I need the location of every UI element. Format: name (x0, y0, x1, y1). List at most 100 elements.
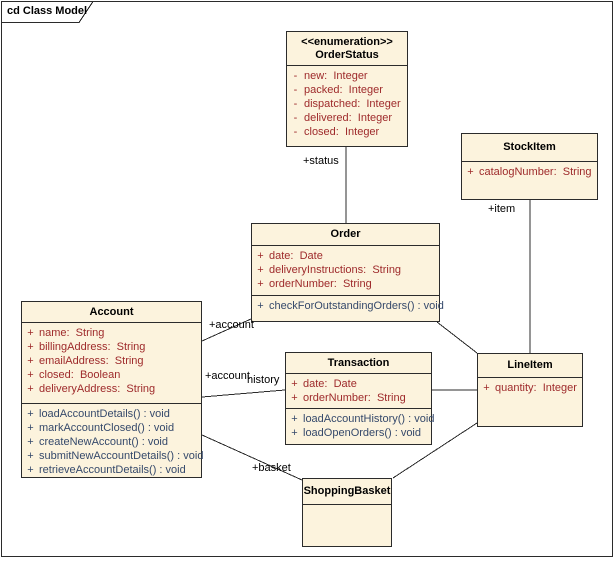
class-name: Transaction (327, 356, 390, 369)
member-text: loadAccountHistory() : void (303, 413, 435, 425)
member-text: orderNumber: String (269, 278, 372, 290)
class-name: OrderStatus (315, 48, 379, 61)
attribute-row: -packed: Integer (287, 83, 407, 97)
attribute-row: -dispatched: Integer (287, 97, 407, 111)
class-name: ShoppingBasket (303, 485, 391, 497)
operation-row: +retrieveAccountDetails() : void (22, 463, 201, 477)
visibility: + (291, 427, 298, 439)
frame-border (1, 1, 613, 557)
attributes-compartment: +quantity: Integer (478, 377, 582, 395)
member-text: deliveryAddress: String (39, 383, 156, 395)
visibility: + (27, 450, 34, 462)
member-text: dispatched: Integer (304, 98, 401, 110)
operation-row: +loadAccountDetails() : void (22, 407, 201, 421)
class-account-header: Account (22, 302, 201, 322)
visibility: + (257, 278, 264, 290)
class-orderstatus[interactable]: <<enumeration>> OrderStatus -new: Intege… (286, 31, 408, 147)
attribute-row: -delivered: Integer (287, 111, 407, 125)
member-text: emailAddress: String (39, 355, 144, 367)
class-lineitem[interactable]: LineItem +quantity: Integer (477, 353, 583, 427)
attribute-row: + name: String (22, 326, 201, 340)
attributes-compartment: +date: Date + orderNumber: String (286, 373, 431, 408)
operation-row: + loadAccountHistory() : void (286, 412, 435, 426)
association-account-order[interactable] (201, 318, 252, 342)
attribute-row: +date: Date (286, 377, 431, 391)
member-text: loadAccountDetails() : void (39, 408, 170, 420)
attribute-row: +quantity: Integer (478, 381, 582, 395)
class-name: StockItem (503, 141, 556, 153)
member-text: delivered: Integer (304, 112, 393, 124)
visibility: + (27, 436, 34, 448)
frame-title-tab (1, 0, 94, 23)
class-name: Account (89, 305, 134, 318)
visibility: - (293, 84, 298, 96)
class-name: LineItem (507, 359, 553, 371)
class-transaction[interactable]: Transaction +date: Date + orderNumber: St… (285, 352, 435, 445)
operation-row: + createNewAccount() : void (22, 435, 201, 449)
visibility: + (27, 383, 34, 395)
class-orderstatus-header: <<enumeration>> OrderStatus (287, 32, 407, 65)
attributes-compartment: + name: String +billingAddress: String + e… (22, 322, 201, 403)
visibility: + (483, 382, 490, 394)
visibility: + (27, 341, 34, 353)
member-text: catalogNumber: String (479, 166, 592, 178)
attributes-compartment: + catalogNumber: String (462, 161, 597, 179)
attribute-row: +closed: Boolean (22, 368, 201, 382)
association-account-shoppingbasket[interactable] (201, 434, 303, 481)
class-shoppingbasket[interactable]: ShoppingBasket (302, 478, 392, 547)
attribute-row: + orderNumber: String (252, 277, 439, 291)
member-text: new: Integer (304, 70, 368, 82)
attribute-row: + orderNumber: String (286, 391, 431, 405)
association-label-history: history (247, 374, 280, 386)
class-transaction-header: Transaction (286, 353, 431, 373)
member-text: closed: Integer (304, 126, 380, 138)
operation-row: +checkForOutstandingOrders() : void (252, 299, 444, 313)
class-stockitem[interactable]: StockItem + catalogNumber: String (461, 133, 598, 200)
visibility: + (291, 413, 298, 425)
attribute-row: + catalogNumber: String (462, 165, 597, 179)
visibility: - (293, 112, 298, 124)
visibility: - (293, 126, 298, 138)
class-order[interactable]: Order + date: Date +deliveryInstructions:… (251, 223, 444, 322)
member-text: markAccountClosed() : void (39, 422, 175, 434)
visibility: + (27, 355, 34, 367)
association-lineitem-shoppingbasket[interactable] (392, 422, 478, 479)
association-order-lineitem[interactable] (436, 321, 478, 354)
visibility: + (27, 327, 34, 339)
operations-compartment: +checkForOutstandingOrders() : void (252, 295, 444, 313)
member-text: createNewAccount() : void (39, 436, 168, 448)
class-account[interactable]: Account + name: String +billingAddress: S… (21, 301, 204, 478)
association-label-account-order: +account (209, 319, 254, 331)
class-stockitem-header: StockItem (462, 134, 597, 161)
member-text: submitNewAccountDetails() : void (39, 450, 204, 462)
visibility: + (27, 422, 34, 434)
attribute-row: + deliveryAddress: String (22, 382, 201, 396)
visibility: + (257, 300, 264, 312)
visibility: + (291, 378, 298, 390)
visibility: - (293, 98, 298, 110)
visibility: - (293, 70, 298, 82)
attribute-row: +deliveryInstructions: String (252, 263, 439, 277)
operation-row: +loadOpenOrders() : void (286, 426, 431, 440)
attribute-row: +billingAddress: String (22, 340, 201, 354)
association-label-status: +status (303, 155, 339, 167)
member-text: name: String (39, 327, 105, 339)
class-name: Order (330, 228, 361, 240)
association-label-basket: +basket (252, 462, 291, 474)
member-text: date: Date (269, 250, 323, 262)
member-text: closed: Boolean (39, 369, 121, 381)
visibility: + (291, 392, 298, 404)
operations-compartment: +loadAccountDetails() : void +markAccoun… (22, 403, 204, 477)
frame-title: cd Class Model (7, 5, 88, 17)
visibility: + (257, 264, 264, 276)
attributes-compartment: -new: Integer -packed: Integer -dispatch… (287, 65, 407, 139)
association-account-transaction[interactable] (201, 389, 286, 398)
visibility: + (467, 166, 474, 178)
class-shoppingbasket-header: ShoppingBasket (303, 479, 391, 504)
association-label-account-transaction: +account (205, 370, 250, 382)
association-label-item: +item (488, 203, 516, 215)
member-text: retrieveAccountDetails() : void (39, 464, 186, 476)
member-text: orderNumber: String (303, 392, 406, 404)
